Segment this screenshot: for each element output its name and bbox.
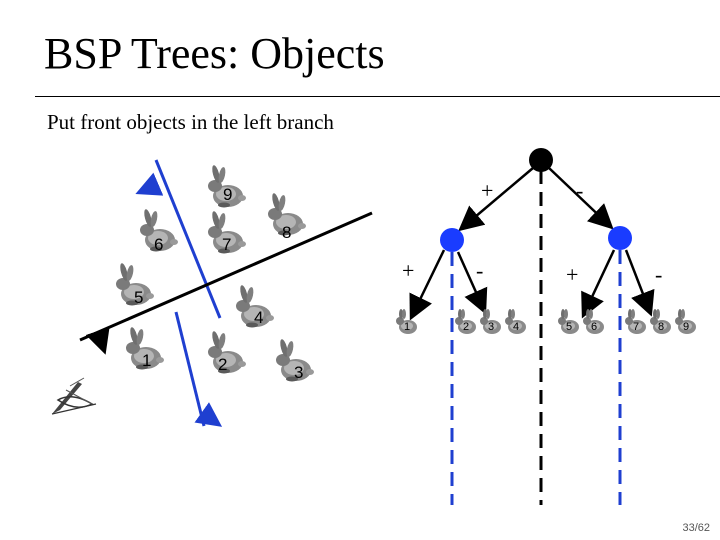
root-right-edge [548, 167, 614, 230]
root-right-sign: - [576, 178, 583, 203]
splitting-plane-a-lower [174, 311, 206, 427]
right-child-right-edge [624, 249, 655, 317]
slide-title: BSP Trees: Objects [44, 29, 385, 78]
plane-a-normal-arrow [135, 172, 164, 196]
leaf-label-9: 9 [683, 321, 689, 333]
bunny-label-2: 2 [218, 355, 227, 374]
bunny-label-6: 6 [154, 235, 163, 254]
tree-root-node [529, 148, 553, 172]
title-divider [35, 96, 720, 97]
leaf-label-3: 3 [488, 321, 494, 333]
bunny-label-7: 7 [222, 235, 231, 254]
root-left-sign: + [481, 178, 493, 203]
tree-left-node [440, 228, 464, 252]
bunny-label-3: 3 [294, 363, 303, 382]
bsp-tree: + - + - + - 1 2 3 4 5 6 7 8 9 [396, 148, 696, 505]
plane-b-normal-arrow [194, 402, 223, 427]
slide-subtitle: Put front objects in the left branch [47, 110, 334, 134]
right-child-left-edge [581, 249, 616, 319]
eye-icon [51, 377, 97, 415]
leaf-label-8: 8 [658, 321, 664, 333]
leaf-label-2: 2 [463, 321, 469, 333]
right-child-left-sign: + [566, 262, 578, 287]
bunny-label-4: 4 [254, 308, 263, 327]
left-child-right-sign: - [476, 258, 483, 283]
root-left-edge [458, 167, 534, 232]
scene: 9 6 7 8 5 4 1 2 3 [51, 159, 373, 427]
bunny-label-8: 8 [282, 223, 291, 242]
leaf-label-1: 1 [404, 321, 410, 333]
left-child-left-edge [409, 249, 446, 321]
leaf-label-6: 6 [591, 321, 597, 333]
left-child-left-sign: + [402, 258, 414, 283]
left-child-right-edge [456, 251, 488, 315]
page-number: 33/62 [682, 522, 710, 534]
splitting-plane-a [154, 159, 222, 319]
leaf-label-4: 4 [513, 321, 519, 333]
leaf-label-5: 5 [566, 321, 572, 333]
tree-right-node [608, 226, 632, 250]
right-child-right-sign: - [655, 262, 662, 287]
plane-c-normal-arrow [85, 327, 110, 355]
leaf-label-7: 7 [633, 321, 639, 333]
bunny-label-5: 5 [134, 288, 143, 307]
bunny-label-9: 9 [223, 185, 232, 204]
bunny-label-1: 1 [142, 351, 151, 370]
splitting-plane-b [79, 211, 373, 342]
